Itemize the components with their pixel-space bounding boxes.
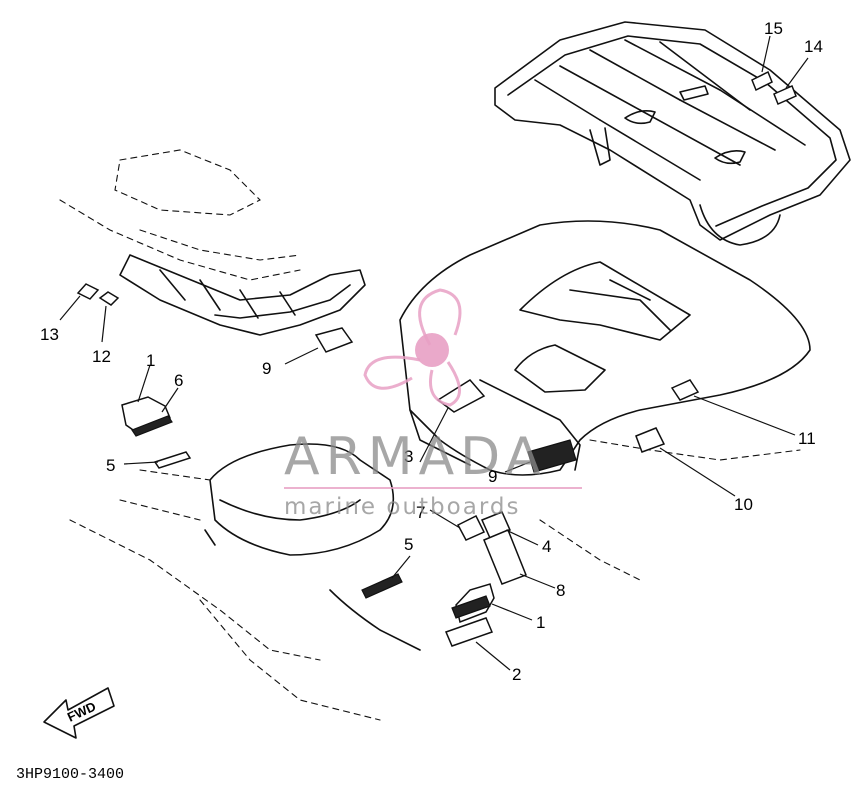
part-1-lower-detail xyxy=(451,595,491,619)
fwd-arrow-label: FWD xyxy=(65,699,98,725)
callout-4: 4 xyxy=(542,537,551,556)
part-9-lower-shape xyxy=(527,439,577,473)
callout-13: 13 xyxy=(40,325,59,344)
callout-6: 6 xyxy=(174,371,183,390)
callout-10: 10 xyxy=(734,495,753,514)
part-12-shape xyxy=(98,291,120,306)
part-6-shape xyxy=(131,415,173,437)
leader-lines xyxy=(59,35,809,671)
part-3-shape xyxy=(436,379,486,413)
drawing-code: 3HP9100-3400 xyxy=(16,766,124,783)
watermark-brand: ARMADA xyxy=(284,427,547,487)
callout-1-lower: 1 xyxy=(536,613,545,632)
watermark: ARMADA marine outboards xyxy=(284,288,582,520)
fwd-arrow: FWD xyxy=(43,687,115,739)
part-8-shape xyxy=(483,529,527,585)
part-7-shape xyxy=(456,514,486,541)
callout-8: 8 xyxy=(556,581,565,600)
callout-1-upper: 1 xyxy=(146,351,155,370)
part-14-shape xyxy=(773,84,797,106)
propeller-logo-icon xyxy=(363,288,462,407)
callout-2: 2 xyxy=(512,665,521,684)
seat-and-lower-body xyxy=(69,443,421,721)
callout-11: 11 xyxy=(798,429,816,448)
callout-5-lower: 5 xyxy=(404,535,413,554)
callout-15: 15 xyxy=(764,19,783,38)
atv-body xyxy=(399,220,811,581)
part-15-shape xyxy=(751,70,773,92)
callout-5-upper: 5 xyxy=(106,456,115,475)
callout-7: 7 xyxy=(416,503,425,522)
callout-14: 14 xyxy=(804,37,823,56)
callouts: 1 1 2 3 4 5 5 6 7 8 9 9 10 11 12 13 14 1… xyxy=(40,19,823,684)
part-2-shape xyxy=(444,617,494,647)
callout-12: 12 xyxy=(92,347,111,366)
part-5-lower-shape xyxy=(361,573,403,599)
rear-carrier-rack xyxy=(494,21,851,246)
part-10-shape xyxy=(635,427,666,453)
part-shapes xyxy=(76,70,797,647)
front-carrier-rack xyxy=(59,149,366,336)
watermark-tagline: marine outboards xyxy=(284,494,520,520)
part-11-shape xyxy=(670,379,700,401)
callout-9-lower: 9 xyxy=(488,467,497,486)
callout-3: 3 xyxy=(404,447,413,466)
part-9-upper-shape xyxy=(314,327,354,353)
part-5-upper-shape xyxy=(153,451,192,469)
part-13-shape xyxy=(76,283,100,300)
callout-9-upper: 9 xyxy=(262,359,271,378)
